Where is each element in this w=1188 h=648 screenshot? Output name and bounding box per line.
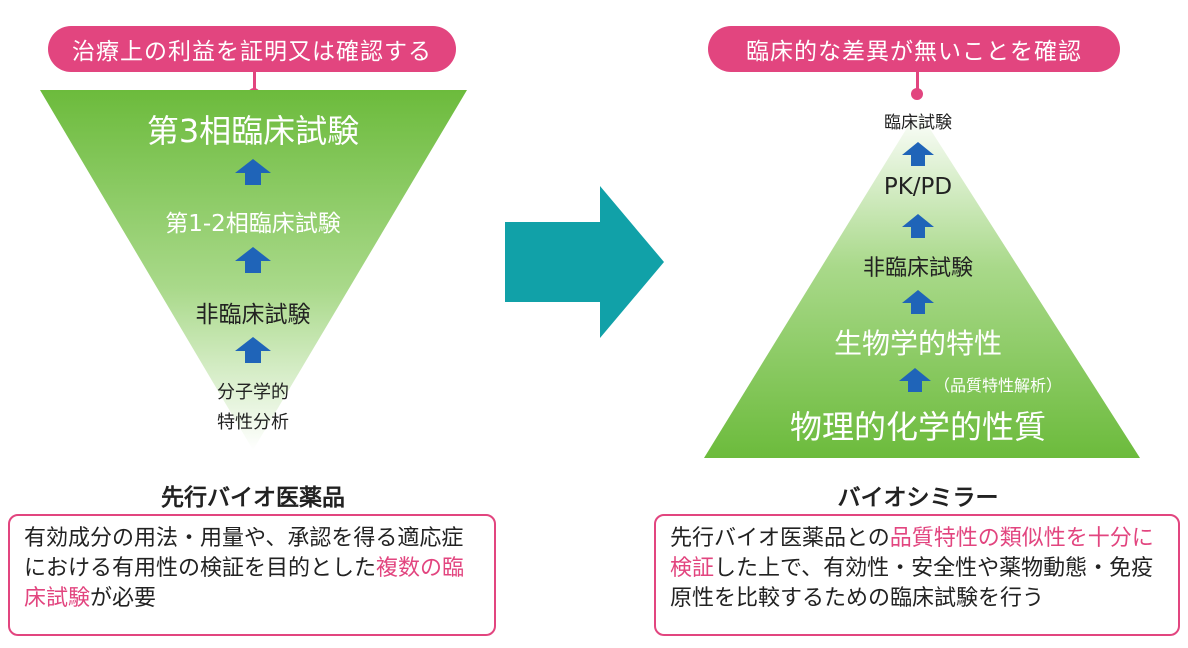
right-header-text: 臨床的な差異が無いことを確認 [746, 39, 1082, 65]
arrow-up-icon [235, 247, 271, 273]
left-level-nonclinical: 非臨床試験 [195, 302, 311, 328]
arrow-up-icon [235, 159, 271, 185]
arrow-right-icon [505, 186, 664, 338]
right-level-pkpd: PK/PD [883, 174, 953, 200]
right-header-pill: 臨床的な差異が無いことを確認 [708, 26, 1120, 72]
right-level-nonclinical: 非臨床試験 [862, 256, 974, 281]
right-level-biological: 生物学的特性 [833, 327, 1003, 360]
left-desc-highlight: 複数の臨床試験 [24, 556, 465, 611]
right-description-box: 先行バイオ医薬品との品質特性の類似性を十分に検証した上で、有効性・安全性や薬物動… [654, 514, 1180, 636]
arrow-up-icon [899, 368, 931, 392]
left-level-phase12: 第1-2相臨床試験 [165, 211, 341, 237]
left-level-molecular-line2: 特性分析 [217, 412, 289, 433]
right-level-clinical: 臨床試験 [884, 113, 952, 133]
right-triangle-shape [704, 110, 1140, 458]
arrow-up-icon [902, 214, 934, 238]
right-caption: バイオシミラー [837, 485, 999, 511]
right-desc-part2: した上で、有効性・安全性や薬物動態・免疫原性を比較するための臨床試験を行う [670, 556, 1154, 611]
left-connector-line [253, 72, 256, 92]
arrow-up-icon [902, 142, 934, 166]
right-desc-part1: 先行バイオ医薬品との [670, 526, 890, 551]
right-connector-dot [911, 88, 923, 100]
right-level-note: （品質特性解析） [934, 376, 1063, 395]
arrow-up-icon [235, 337, 271, 363]
left-caption: 先行バイオ医薬品 [161, 485, 345, 511]
left-header-pill: 治療上の利益を証明又は確認する [48, 26, 456, 72]
left-header-text: 治療上の利益を証明又は確認する [72, 39, 432, 65]
left-desc-part2: が必要 [90, 586, 157, 611]
left-level-molecular-line1: 分子学的 [217, 382, 289, 403]
left-description-box: 有効成分の用法・用量や、承認を得る適応症における有用性の検証を目的とした複数の臨… [8, 514, 496, 636]
right-level-physicochemical: 物理的化学的性質 [789, 408, 1047, 446]
right-desc-highlight: 品質特性の類似性を十分に検証 [670, 526, 1154, 581]
left-level-phase3: 第3相臨床試験 [146, 112, 360, 150]
right-connector-line [916, 72, 919, 92]
left-desc-part1: 有効成分の用法・用量や、承認を得る適応症における有用性の検証を目的とした [24, 526, 464, 581]
arrow-up-icon [902, 290, 934, 314]
